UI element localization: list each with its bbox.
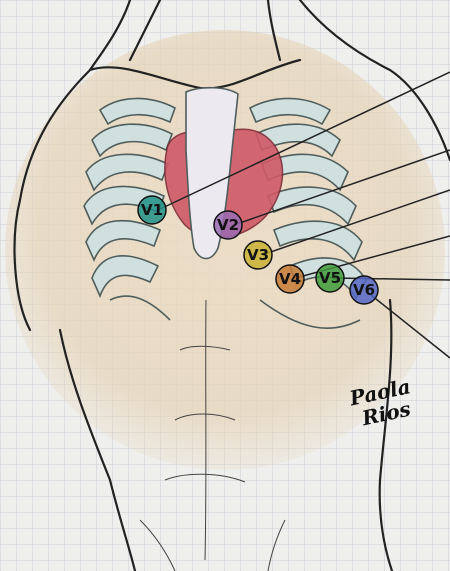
lead-label-v4: V4 bbox=[279, 270, 301, 288]
electrode-v3: V3 bbox=[244, 241, 272, 269]
lead-label-v5: V5 bbox=[319, 269, 341, 287]
lead-label-v6: V6 bbox=[353, 281, 375, 299]
electrode-v6: V6 bbox=[350, 276, 378, 304]
lead-label-v2: V2 bbox=[217, 216, 239, 234]
electrode-v4: V4 bbox=[276, 265, 304, 293]
lead-label-v3: V3 bbox=[247, 246, 269, 264]
electrode-v5: V5 bbox=[316, 264, 344, 292]
electrode-v2: V2 bbox=[214, 211, 242, 239]
lead-label-v1: V1 bbox=[141, 201, 163, 219]
electrode-v1: V1 bbox=[138, 196, 166, 224]
